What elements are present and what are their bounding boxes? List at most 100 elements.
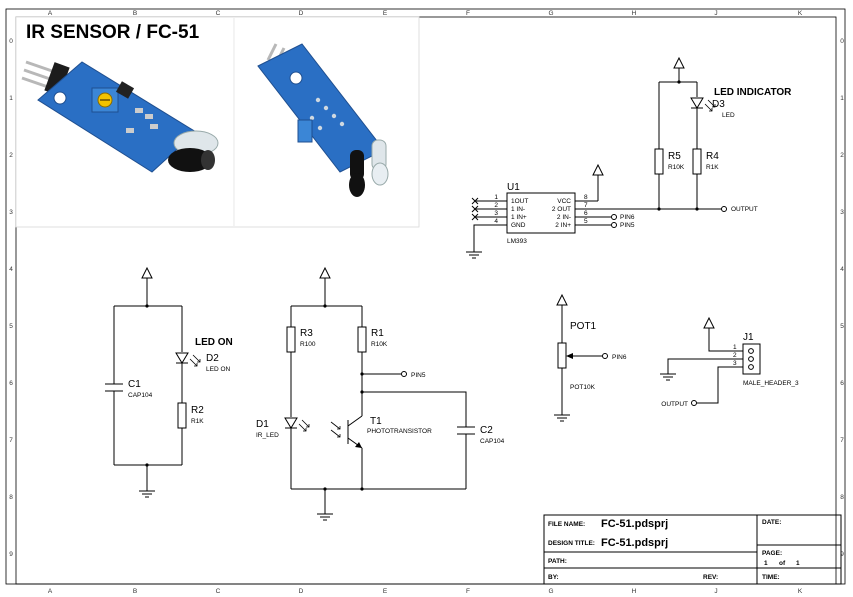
fc51-module-photo-left bbox=[21, 60, 219, 173]
mounting-hole bbox=[289, 71, 303, 85]
ground-icon bbox=[466, 251, 482, 259]
wiper-arrow-icon bbox=[566, 353, 573, 359]
j1-vcc-wire bbox=[708, 328, 743, 352]
light-emit-arrows-icon bbox=[704, 99, 716, 112]
net-label-pin5: PIN5 bbox=[411, 372, 426, 379]
pot1-body bbox=[557, 342, 567, 369]
junction-dot bbox=[145, 304, 149, 308]
grid-row-label: 0 bbox=[840, 38, 844, 45]
net-terminal bbox=[721, 206, 727, 212]
grid-row-label: 3 bbox=[840, 209, 844, 216]
net-terminal bbox=[611, 214, 617, 220]
grid-row-label: 4 bbox=[9, 266, 13, 273]
d1-value: IR_LED bbox=[256, 432, 279, 439]
grid-row-label: 5 bbox=[840, 323, 844, 330]
pot1-ref: POT1 bbox=[570, 321, 597, 332]
j1-ref: J1 bbox=[743, 332, 754, 343]
c1-value: CAP104 bbox=[128, 392, 153, 399]
file-name-value: FC-51.pdsprj bbox=[601, 518, 668, 530]
led-indicator-title: LED INDICATOR bbox=[714, 87, 792, 98]
u1-pin-number: 7 bbox=[584, 202, 588, 209]
header-housing bbox=[44, 62, 70, 96]
u1-pin-name: 1 IN- bbox=[511, 206, 525, 213]
grid-row-label: 8 bbox=[840, 494, 844, 501]
r2-ref: R2 bbox=[191, 405, 204, 416]
header-pin bbox=[266, 43, 278, 61]
ground-icon bbox=[139, 490, 155, 498]
u1-value: LM393 bbox=[507, 238, 527, 245]
solder-pad bbox=[317, 125, 323, 131]
ic-chip bbox=[115, 81, 135, 99]
title-block: FILE NAME: FC-51.pdsprj DESIGN TITLE: FC… bbox=[543, 514, 842, 585]
d3-led-icon bbox=[690, 97, 704, 109]
grid-row-label: 7 bbox=[840, 437, 844, 444]
net-terminal bbox=[611, 222, 617, 228]
module-photo-panel: IR SENSOR / FC-51 bbox=[15, 16, 420, 228]
light-emit-arrows-icon bbox=[298, 419, 310, 432]
net-terminal bbox=[401, 371, 407, 377]
grid-col-label: K bbox=[798, 10, 803, 17]
pot1-value: POT10K bbox=[570, 384, 596, 391]
light-emit-arrows-icon bbox=[189, 354, 201, 367]
j1-pin-number: 3 bbox=[733, 360, 737, 367]
ir-sensor-circuit: R3 R100 D1 IR_LED R1 R10K PIN5 C2 CAP104 bbox=[256, 266, 505, 521]
u1-pin-name: 1OUT bbox=[511, 198, 528, 205]
led-on-title: LED ON bbox=[195, 337, 233, 348]
d1-ir-led-icon bbox=[284, 417, 298, 429]
u1-gnd-wire bbox=[473, 224, 476, 252]
j1-pin-hole bbox=[748, 356, 754, 362]
smd-resistor bbox=[150, 124, 158, 129]
fc51-module-photo-right bbox=[257, 43, 389, 197]
d2-ref: D2 bbox=[206, 353, 219, 364]
c2-ref: C2 bbox=[480, 425, 493, 436]
grid-row-label: 1 bbox=[840, 95, 844, 102]
grid-row-label: 1 bbox=[9, 95, 13, 102]
r5-value: R10K bbox=[668, 164, 685, 171]
design-title-label: DESIGN TITLE: bbox=[548, 540, 595, 547]
j1-pin-number: 2 bbox=[733, 352, 737, 359]
u1-ref: U1 bbox=[507, 182, 520, 193]
grid-col-label: B bbox=[133, 10, 137, 17]
title-block-frame bbox=[543, 514, 842, 585]
d3-ref: D3 bbox=[712, 99, 725, 110]
r3-value: R100 bbox=[300, 341, 316, 348]
c1-ref: C1 bbox=[128, 379, 141, 390]
no-connect-icon bbox=[471, 197, 479, 205]
net-terminal bbox=[691, 400, 697, 406]
grid-row-label: 2 bbox=[9, 152, 13, 159]
r4-resistor bbox=[692, 148, 702, 175]
ir-receiver-dark bbox=[350, 150, 364, 180]
smd-resistor bbox=[126, 128, 134, 133]
net-label-pin6: PIN6 bbox=[620, 214, 635, 221]
header-pin bbox=[25, 60, 56, 74]
grid-col-label: C bbox=[216, 588, 221, 595]
grid-col-label: D bbox=[299, 10, 304, 17]
sheet-border-inner bbox=[15, 16, 837, 585]
t1-value: PHOTOTRANSISTOR bbox=[367, 428, 432, 435]
grid-col-label: H bbox=[632, 10, 637, 17]
page-number: 1 bbox=[764, 560, 768, 567]
grid-row-label: 2 bbox=[840, 152, 844, 159]
grid-row-label: 8 bbox=[9, 494, 13, 501]
j1-pin-hole bbox=[748, 364, 754, 370]
r2-resistor bbox=[177, 402, 187, 429]
u1-pin-name: 2 IN- bbox=[557, 214, 571, 221]
j1-header: J1 MALE_HEADER_3 1 2 3 OUTPUT bbox=[660, 316, 799, 408]
power-arrow-icon bbox=[141, 266, 153, 279]
page-label: PAGE: bbox=[762, 550, 782, 557]
net-terminal bbox=[602, 353, 608, 359]
no-connect-icon bbox=[471, 205, 479, 213]
u1-pin-name: 2 OUT bbox=[552, 206, 571, 213]
power-arrow-icon bbox=[592, 163, 604, 176]
design-title-value: FC-51.pdsprj bbox=[601, 537, 668, 549]
d3-value: LED bbox=[722, 112, 735, 119]
no-connect-icon bbox=[471, 213, 479, 221]
pot1-net-label: PIN6 bbox=[612, 354, 627, 361]
led-on-circuit: C1 CAP104 LED ON D2 LED ON R2 R1K bbox=[105, 266, 233, 498]
solder-pad bbox=[323, 105, 329, 111]
j1-value: MALE_HEADER_3 bbox=[743, 380, 799, 387]
light-receive-arrows-icon bbox=[330, 421, 341, 438]
file-name-label: FILE NAME: bbox=[548, 521, 585, 528]
